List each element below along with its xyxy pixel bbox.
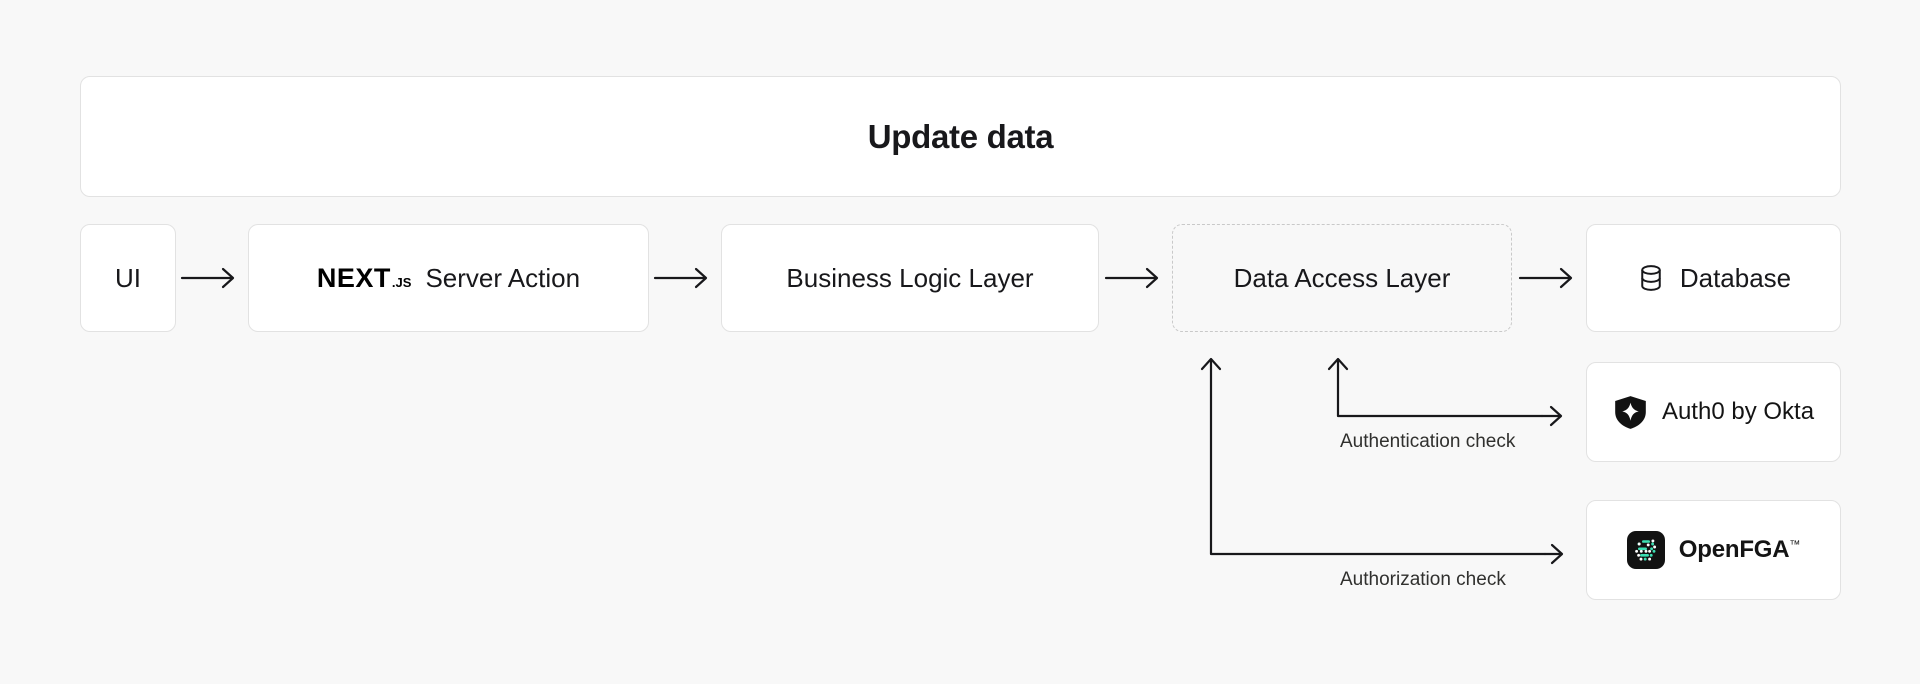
node-auth0[interactable]: Auth0 by Okta	[1586, 362, 1841, 462]
node-database-label: Database	[1679, 263, 1792, 293]
arrow-server-to-business	[653, 267, 708, 289]
node-data-access-layer-label: Data Access Layer	[1233, 263, 1451, 293]
auth0-shield-icon	[1615, 395, 1646, 429]
diagram-header-banner: Update data	[80, 76, 1841, 197]
node-auth0-label: Auth0 by Okta	[1661, 398, 1815, 425]
trademark-mark: ™	[1789, 539, 1801, 551]
page-title: Update data	[867, 117, 1054, 155]
connector-label-authorization: Authorization check	[1340, 569, 1506, 590]
node-ui[interactable]: UI	[80, 224, 176, 332]
node-data-access-layer[interactable]: Data Access Layer	[1172, 224, 1512, 332]
arrow-business-to-dal	[1104, 267, 1159, 289]
database-icon	[1641, 265, 1661, 291]
arrow-ui-to-server	[180, 267, 235, 289]
node-ui-label: UI	[115, 263, 141, 293]
nextjs-wordmark: NEXT	[316, 262, 391, 293]
nextjs-logo-icon: NEXT.JS	[317, 263, 412, 294]
node-server-action-label: Server Action	[425, 263, 581, 293]
openfga-logo-icon	[1626, 531, 1665, 569]
openfga-dots-glyph	[1634, 539, 1656, 561]
node-openfga[interactable]: OpenFGA™	[1586, 500, 1841, 600]
connector-dal-to-auth0	[1327, 357, 1563, 427]
openfga-wordmark: OpenFGA	[1678, 536, 1790, 563]
node-database[interactable]: Database	[1586, 224, 1841, 332]
arrow-dal-to-database	[1518, 267, 1573, 289]
connector-label-authentication: Authentication check	[1340, 431, 1516, 452]
node-server-action[interactable]: NEXT.JS Server Action	[248, 224, 649, 332]
node-openfga-label: OpenFGA™	[1678, 536, 1801, 564]
node-business-logic-layer[interactable]: Business Logic Layer	[721, 224, 1099, 332]
node-business-logic-layer-label: Business Logic Layer	[786, 263, 1034, 293]
nextjs-suffix: .JS	[391, 274, 412, 290]
